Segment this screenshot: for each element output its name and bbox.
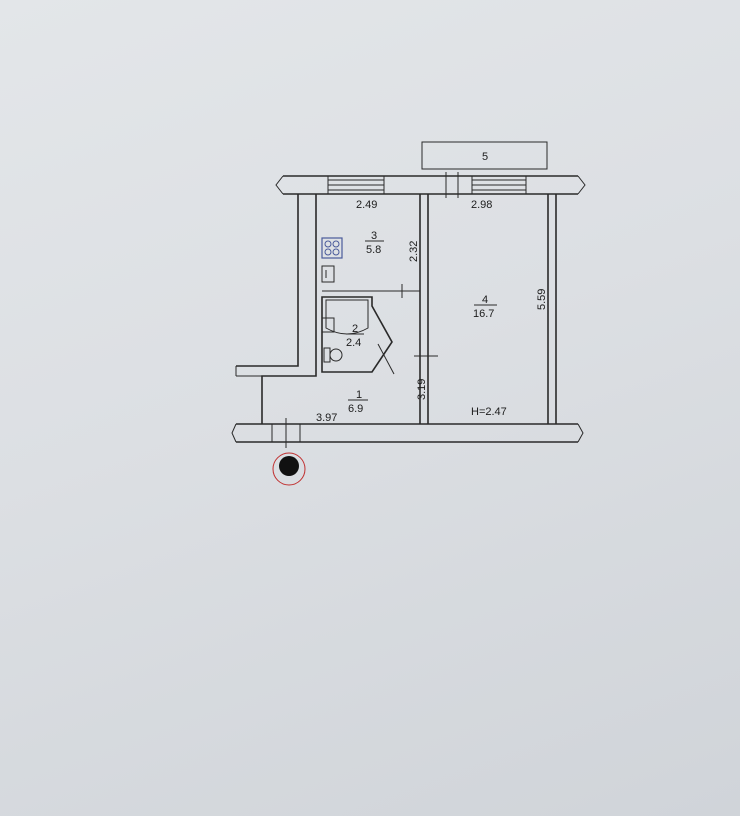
bathtub-icon [325,299,369,335]
balcony: 5 [421,141,548,170]
room-1-area: 6.9 [348,403,363,415]
sink-icon [321,265,335,283]
dim-kitchen-depth: 2.32 [408,241,420,262]
room-2-area: 2.4 [346,337,361,349]
room-2-number: 2 [352,323,358,335]
room-2-label: 2 2.4 [346,323,364,349]
ceiling-height: H=2.47 [471,406,507,418]
stove-icon [321,237,343,259]
dim-hall-depth: 3.19 [416,379,428,400]
bottom-wall [231,418,584,448]
kitchen-window [327,176,385,194]
room-1-number: 1 [356,389,362,401]
room-window [445,172,527,198]
toilet-icon [323,347,343,363]
balcony-label: 5 [482,151,488,163]
room-3-area: 5.8 [366,244,381,256]
dim-kitchen-width: 2.49 [356,199,377,211]
room-1-label: 1 6.9 [348,389,368,415]
room-3-label: 3 5.8 [365,230,384,256]
room-4-label: 4 16.7 [473,294,497,320]
room-4-number: 4 [482,294,488,306]
top-wall [275,172,586,198]
dim-hall-width: 3.97 [316,412,337,424]
dim-room-depth: 5.59 [536,289,548,310]
bath-sink-icon [321,317,335,333]
room-4-area: 16.7 [473,308,494,320]
bathroom [321,290,395,375]
main-partition [392,194,438,424]
entrance-marker-icon [272,452,306,486]
right-wall [547,194,557,424]
room-3-number: 3 [371,230,377,242]
dim-room-width: 2.98 [471,199,492,211]
left-walls [235,194,317,424]
